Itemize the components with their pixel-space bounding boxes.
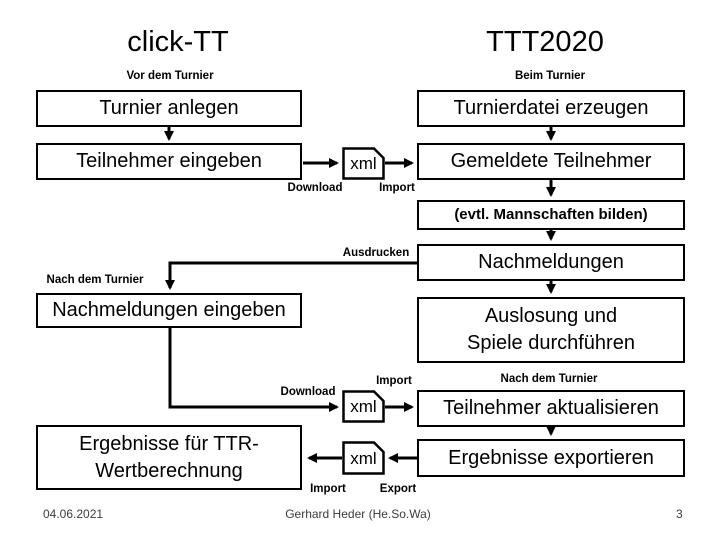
box-ergebnisse-ttr-line2: Wertberechnung: [95, 459, 243, 482]
box-gemeldete-teilnehmer-label: Gemeldete Teilnehmer: [450, 150, 652, 172]
box-ergebnisse-ttr-line1: Ergebnisse für TTR-: [79, 432, 259, 455]
box-ergebnisse-exportieren: Ergebnisse exportieren: [417, 439, 685, 477]
phase-label-beim-turnier: Beim Turnier: [514, 70, 586, 82]
footer-author: Gerhard Heder (He.So.Wa): [285, 507, 431, 521]
xml-file-node-3: xml: [342, 441, 385, 475]
box-nachmeldungen-eingeben: Nachmeldungen eingeben: [36, 293, 302, 328]
flow-label-import-3: Import: [310, 483, 346, 495]
box-turnierdatei-erzeugen-label: Turnierdatei erzeugen: [453, 97, 649, 119]
box-ergebnisse-exportieren-label: Ergebnisse exportieren: [448, 446, 654, 469]
document-icon: [342, 147, 385, 180]
box-auslosung-line1: Auslosung und: [484, 305, 618, 327]
box-mannschaften-bilden: (evtl. Mannschaften bilden): [417, 200, 685, 230]
box-turnierdatei-erzeugen: Turnierdatei erzeugen: [417, 90, 685, 127]
title-click-tt: click-TT: [127, 26, 229, 58]
xml-file-node-1-label: xml: [350, 154, 377, 173]
arrow-nachmeldungen-eingeben-to-xml2: [168, 328, 340, 413]
box-mannschaften-bilden-label: (evtl. Mannschaften bilden): [454, 205, 648, 223]
flow-label-import-2: Import: [376, 375, 412, 387]
title-ttt2020: TTT2020: [486, 26, 604, 58]
arrow-ausdrucken-to-nachmeldungen-eingeben: [164, 261, 417, 291]
footer-date: 04.06.2021: [43, 507, 104, 521]
box-teilnehmer-eingeben-label: Teilnehmer eingeben: [76, 150, 262, 172]
footer-page-number: 3: [676, 507, 683, 521]
document-icon: [342, 441, 385, 475]
box-nachmeldungen-eingeben-label: Nachmeldungen eingeben: [52, 299, 286, 321]
box-auslosung-line2: Spiele durchführen: [467, 332, 635, 354]
box-teilnehmer-aktualisieren: Teilnehmer aktualisieren: [417, 390, 685, 427]
xml-file-node-3-label: xml: [350, 448, 377, 468]
phase-label-vor-dem-turnier: Vor dem Turnier: [126, 70, 214, 82]
box-turnier-anlegen: Turnier anlegen: [36, 90, 302, 127]
document-icon: [342, 390, 385, 423]
box-turnier-anlegen-label: Turnier anlegen: [99, 97, 239, 119]
flow-label-download-1: Download: [287, 182, 343, 194]
box-gemeldete-teilnehmer: Gemeldete Teilnehmer: [417, 143, 685, 180]
xml-file-node-2: xml: [342, 390, 385, 423]
flow-label-ausdrucken: Ausdrucken: [342, 247, 410, 259]
flow-label-import-1: Import: [379, 182, 415, 194]
flow-label-nach-dem-turnier-left: Nach dem Turnier: [46, 274, 144, 286]
flow-label-download-2: Download: [280, 386, 336, 398]
box-teilnehmer-eingeben: Teilnehmer eingeben: [36, 143, 302, 180]
box-nachmeldungen-label: Nachmeldungen: [478, 251, 624, 273]
box-ergebnisse-ttr: Ergebnisse für TTR- Wertberechnung: [36, 425, 302, 490]
box-nachmeldungen: Nachmeldungen: [417, 244, 685, 281]
xml-file-node-1: xml: [342, 147, 385, 180]
flow-label-nach-dem-turnier-right: Nach dem Turnier: [500, 373, 598, 385]
box-teilnehmer-aktualisieren-label: Teilnehmer aktualisieren: [443, 397, 659, 419]
flow-label-export-3: Export: [379, 483, 417, 495]
box-auslosung: Auslosung und Spiele durchführen: [417, 297, 685, 363]
xml-file-node-2-label: xml: [350, 397, 377, 416]
